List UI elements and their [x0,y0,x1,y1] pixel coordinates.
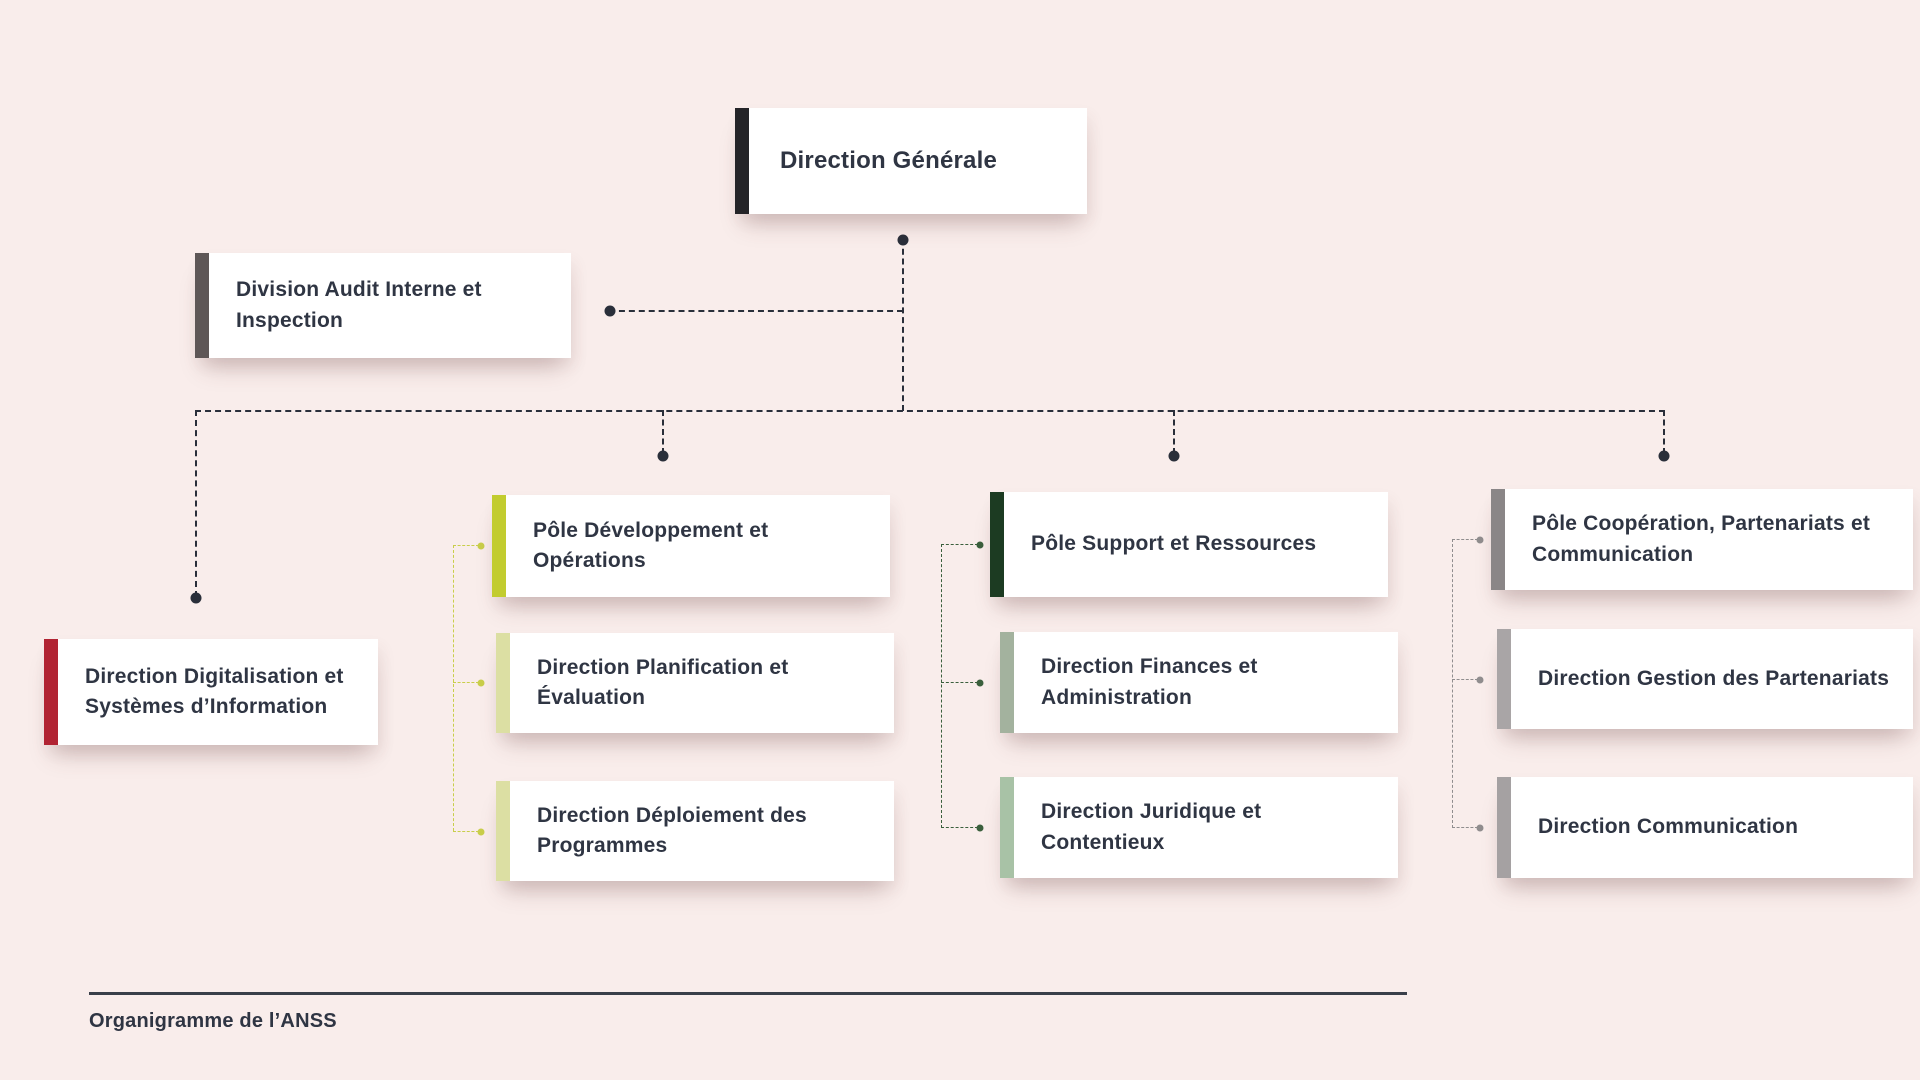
bracket-dot [477,828,485,836]
bracket-line [1452,539,1453,828]
accent-bar [44,639,58,745]
org-node-label: Direction Finances et Administration [1041,655,1258,709]
org-node-label: Direction Planification et Évaluation [537,655,789,709]
accent-bar [735,108,749,214]
org-node-direction-planification: Direction Planification et Évaluation [496,633,894,733]
bracket-line [453,831,479,832]
org-node-direction-gestion-partenariats: Direction Gestion des Partenariats [1497,629,1913,729]
bracket-dot [477,679,485,687]
accent-bar [1000,777,1014,878]
connector-line [902,239,904,411]
bracket-dot [1476,824,1484,832]
accent-bar [990,492,1004,597]
org-node-label: Division Audit Interne et Inspection [236,278,482,332]
org-node-label: Direction Communication [1538,815,1799,839]
connector-line [195,410,197,597]
org-node-label: Direction Déploiement des Programmes [537,803,807,857]
bracket-line [453,545,454,831]
connector-line [609,310,903,312]
connector-dot [657,450,669,462]
org-node-pole-support: Pôle Support et Ressources [990,492,1388,597]
org-node-label: Direction Juridique et Contentieux [1041,800,1262,854]
bracket-line [1452,827,1478,828]
connector-dot [897,234,909,246]
connector-dot [1658,450,1670,462]
bracket-dot [976,679,984,687]
bracket-line [941,682,978,683]
connector-dot [1168,450,1180,462]
bracket-dot [976,824,984,832]
bracket-line [453,545,479,546]
bracket-line [941,544,942,828]
bracket-line [1452,539,1478,540]
org-node-direction-deploiement: Direction Déploiement des Programmes [496,781,894,881]
chart-caption: Organigramme de l’ANSS [89,1010,337,1032]
connector-dot [604,305,616,317]
bracket-line [453,682,479,683]
connector-line [662,410,664,454]
org-node-label: Pôle Support et Ressources [1031,532,1317,556]
org-node-label: Direction Générale [780,146,998,174]
org-node-direction-generale: Direction Générale [735,108,1087,214]
org-node-pole-cooperation: Pôle Coopération, Partenariats et Commun… [1491,489,1913,590]
org-node-division-audit-interne: Division Audit Interne et Inspection [195,253,571,358]
org-node-direction-digitalisation: Direction Digitalisation et Systèmes d’I… [44,639,378,745]
bracket-dot [1476,676,1484,684]
org-node-direction-juridique: Direction Juridique et Contentieux [1000,777,1398,878]
bracket-line [941,544,978,545]
accent-bar [496,633,510,733]
bracket-line [1452,679,1478,680]
org-node-label: Pôle Coopération, Partenariats et Commun… [1532,512,1871,566]
connector-dot [190,592,202,604]
accent-bar [1497,629,1511,729]
org-node-label: Direction Digitalisation et Systèmes d’I… [85,664,344,718]
org-node-direction-finances: Direction Finances et Administration [1000,632,1398,733]
bracket-line [941,827,978,828]
accent-bar [496,781,510,881]
bracket-dot [477,542,485,550]
accent-bar [1000,632,1014,733]
bracket-dot [976,541,984,549]
accent-bar [492,495,506,597]
accent-bar [195,253,209,358]
connector-line [1173,410,1175,454]
org-node-direction-communication: Direction Communication [1497,777,1913,878]
org-node-label: Direction Gestion des Partenariats [1538,666,1890,690]
org-node-pole-developpement: Pôle Développement et Opérations [492,495,890,597]
connector-line [195,410,1665,412]
org-node-label: Pôle Développement et Opérations [533,518,769,572]
footer-divider [89,992,1407,995]
accent-bar [1491,489,1505,590]
bracket-dot [1476,536,1484,544]
accent-bar [1497,777,1511,878]
connector-line [1663,410,1665,454]
